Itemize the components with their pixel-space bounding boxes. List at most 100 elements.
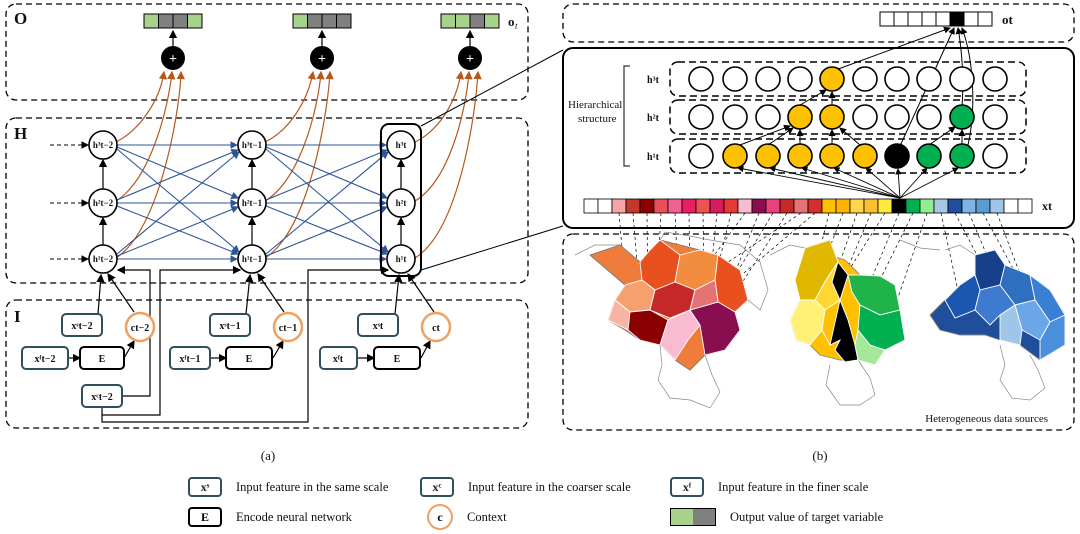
legend-coarser-scale: xᶜ Input feature in the coarser scale — [420, 474, 631, 500]
input-label: xˢt−2 — [71, 321, 92, 332]
legend-text: Input feature in the coarser scale — [468, 479, 631, 494]
hidden-node — [386, 188, 416, 218]
plus-icon — [161, 46, 185, 70]
panel-b-output-frame — [562, 3, 1075, 43]
svg-text:+: + — [318, 52, 326, 67]
finer-scale-input — [319, 346, 358, 370]
context-node — [124, 311, 156, 343]
output-value-symbol — [670, 508, 716, 526]
input-to-hierarchy-arrows — [737, 165, 959, 199]
hidden-label: h¹t−2 — [93, 254, 114, 264]
hierarchy-arrows — [739, 89, 966, 146]
map-blue — [929, 249, 1066, 361]
svg-text:h¹t: h¹t — [647, 152, 660, 163]
input-label: xˢt−1 — [219, 321, 240, 332]
legend-text: Context — [467, 509, 507, 524]
level-rows — [669, 61, 1027, 174]
data-sources-label: Heterogeneous data sources — [925, 413, 1048, 425]
legend-text: Input feature in the same scale — [236, 479, 389, 494]
input-label: xᶠt−2 — [35, 354, 56, 365]
panel-i-label: I — [14, 307, 21, 326]
map-outline — [574, 231, 1046, 409]
level-labels: h³t h²t h¹t — [647, 75, 660, 163]
same-scale-input — [209, 313, 251, 337]
input-label: xᶠt — [333, 354, 344, 365]
panel-o-label: O — [14, 9, 27, 28]
legend-text: Output value of target variable — [730, 509, 884, 524]
legend-encoder: E Encode neural network — [188, 504, 352, 530]
input-labels: xˢt−2 xᶠt−2 E ct−2 xᶜt−2 xˢt−1 xᶠt−1 E c… — [35, 321, 441, 403]
svg-text:+: + — [466, 52, 474, 67]
panel-i-frame — [5, 299, 529, 429]
encoder-label: E — [99, 354, 106, 365]
svg-text:+: + — [169, 52, 177, 67]
svg-text:h²t: h²t — [647, 113, 660, 124]
encoder-label: E — [246, 354, 253, 365]
output-subscript-a: t — [515, 21, 518, 31]
context-label: ct−1 — [279, 323, 297, 334]
hidden-node — [237, 244, 267, 274]
hidden-label: h¹t — [396, 254, 407, 264]
legend-finer-scale: xᶠ Input feature in the finer scale — [670, 474, 868, 500]
same-scale-input — [61, 313, 103, 337]
plus-icon — [310, 46, 334, 70]
panel-h-frame — [5, 117, 529, 284]
same-scale-input — [357, 313, 399, 337]
hidden-label: h³t — [396, 140, 407, 150]
coarser-scale-symbol: xᶜ — [420, 477, 454, 497]
hidden-state-labels: h³t−2 h²t−2 h¹t−2 h³t−1 h²t−1 h¹t−1 h³t … — [93, 140, 407, 264]
hidden-to-output-arrows — [115, 70, 482, 259]
map-yellow-green — [789, 239, 906, 366]
panel-b-hidden-frame — [562, 47, 1075, 229]
hidden-node — [88, 244, 118, 274]
hidden-node — [386, 130, 416, 160]
hidden-node — [88, 130, 118, 160]
zoom-line — [420, 225, 564, 271]
incoming-dashed-arrows — [50, 141, 90, 263]
hidden-label: h³t−1 — [242, 140, 263, 150]
legend-text: Encode neural network — [236, 509, 352, 524]
context-node — [420, 311, 452, 343]
encoder-box — [373, 346, 421, 370]
output-cells-b — [879, 11, 993, 27]
input-label: xᶜt−2 — [91, 392, 113, 403]
legend-text: Input feature in the finer scale — [718, 479, 869, 494]
finer-scale-input — [21, 346, 69, 370]
context-label: ct — [432, 323, 440, 334]
hierarchy-label: structure — [578, 113, 617, 125]
input-arrows — [68, 265, 435, 423]
hidden-label: h²t — [396, 198, 407, 208]
panel-o-frame — [5, 3, 529, 101]
legend-output: Output value of target variable — [670, 504, 883, 530]
hierarchy-label: Hierarchical — [568, 99, 622, 111]
encoder-box — [79, 346, 125, 370]
finer-scale-symbol: xᶠ — [670, 477, 704, 497]
panel-b-data-frame — [562, 233, 1075, 431]
legend: xˢ Input feature in the same scale xᶜ In… — [0, 470, 1080, 534]
hidden-node — [237, 188, 267, 218]
output-label-a: o — [508, 14, 515, 29]
hidden-node — [237, 130, 267, 160]
hierarchy-nodes — [688, 66, 1008, 169]
output-bars-a — [143, 13, 500, 29]
hidden-node — [386, 244, 416, 274]
legend-context: c Context — [427, 504, 507, 530]
svg-text:h³t: h³t — [647, 75, 660, 86]
context-symbol: c — [427, 504, 453, 530]
vertical-arrows — [98, 158, 406, 246]
encoder-box — [225, 346, 273, 370]
output-bar-t2 — [143, 13, 203, 29]
hidden-node — [88, 188, 118, 218]
same-scale-symbol: xˢ — [188, 477, 222, 497]
hidden-state-nodes — [88, 130, 416, 274]
context-node — [272, 311, 304, 343]
sum-nodes: + + + — [161, 29, 482, 70]
caption-b: (b) — [812, 448, 827, 463]
input-label: xˢt — [373, 321, 384, 332]
coarser-scale-input — [81, 384, 123, 408]
recurrent-arrows — [116, 141, 389, 263]
hierarchy-bracket — [623, 65, 630, 167]
input-nodes — [21, 311, 452, 408]
encoder-symbol: E — [188, 507, 222, 527]
